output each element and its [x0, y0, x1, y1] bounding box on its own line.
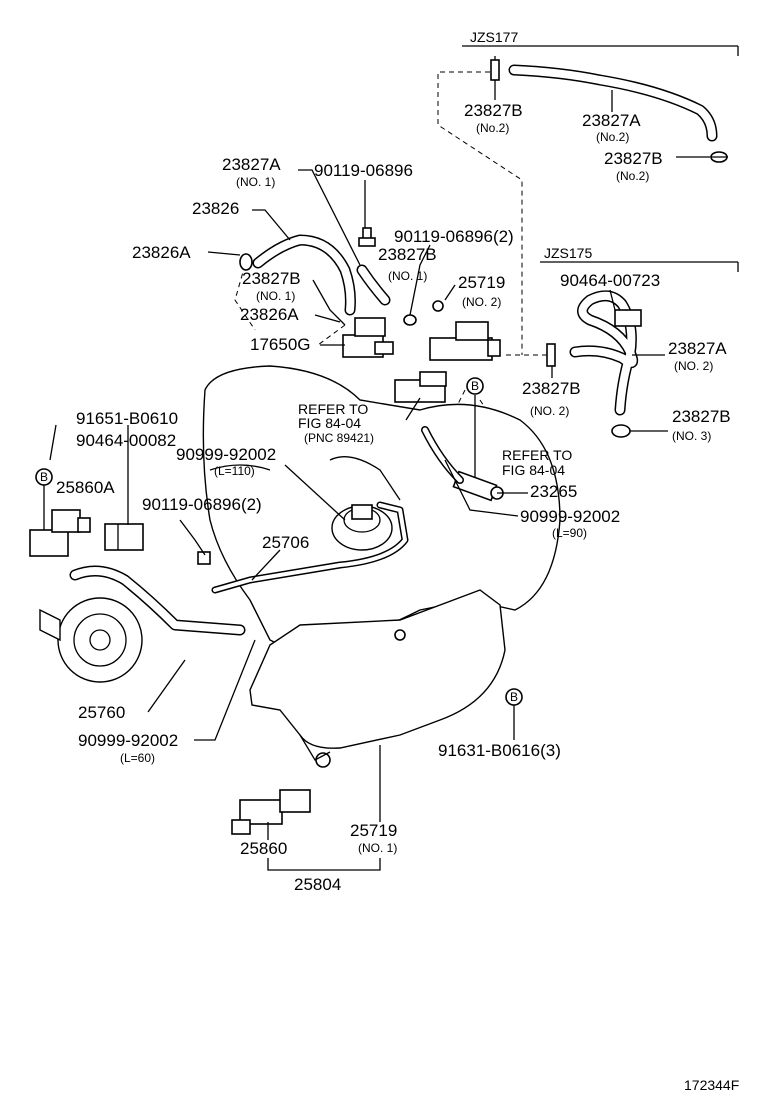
hose-23827a-no2: [569, 290, 639, 416]
part-25804: 25804: [294, 875, 342, 894]
part-23827b-no1-a-sub: (NO. 1): [388, 269, 428, 283]
leader-lines: [43, 80, 710, 871]
vacuum-pipe: [211, 501, 409, 594]
clip-90464-00723: [614, 309, 642, 327]
part-90999-92002-a-sub: (L=110): [214, 464, 255, 478]
part-90464-00723: 90464-00723: [560, 271, 661, 290]
clip-23827b-top-r: [710, 151, 728, 163]
refer-note-2-line1: REFER TO: [502, 447, 573, 463]
part-90119-06896-2b: 90119-06896(2): [142, 495, 262, 514]
vsv-25860a: [29, 509, 91, 557]
jzs177-bracket: [462, 45, 739, 56]
figure-id: 172344F: [684, 1077, 740, 1093]
part-23827a-no1: 23827A: [222, 155, 281, 174]
part-17650g: 17650G: [250, 335, 311, 354]
part-23827b-top-r-sub: (No.2): [616, 169, 650, 183]
refer-note-2-line2: FIG 84-04: [502, 462, 566, 478]
part-90119-06896: 90119-06896: [314, 161, 413, 180]
part-90999-92002-c: 90999-92002: [78, 731, 179, 750]
part-23827b-no2-mid: 23827B: [522, 379, 581, 398]
part-25719-no2-sub: (NO. 2): [462, 295, 502, 309]
bolt-90119: [358, 227, 376, 247]
part-90999-92002-b-sub: (L=90): [552, 526, 588, 540]
part-25860a: 25860A: [56, 478, 115, 497]
vsv-refer: [394, 371, 447, 403]
hose-23826: [252, 234, 356, 316]
vsv-17650g: [342, 317, 394, 358]
part-25760: 25760: [78, 703, 126, 722]
part-90999-92002-b: 90999-92002: [520, 507, 621, 526]
bolt-90119-2b: [197, 551, 211, 565]
marker-b-label-2: B: [40, 470, 49, 484]
group-label-jzs175: JZS175: [544, 245, 593, 261]
part-23827a-no1-sub: (NO. 1): [236, 175, 276, 189]
hose-25760: [69, 565, 246, 636]
part-23827b-no1-a: 23827B: [378, 245, 437, 264]
turbo-unit: [39, 597, 143, 683]
part-23826a-b: 23826A: [240, 305, 299, 324]
part-23827a-no2: 23827A: [668, 339, 727, 358]
part-23827b-no1-b-sub: (NO. 1): [256, 289, 296, 303]
part-23827a-no2-sub: (NO. 2): [674, 359, 714, 373]
marker-b-circles: [35, 377, 523, 706]
marker-b-label-1: B: [471, 379, 480, 393]
part-90119-06896-2a: 90119-06896(2): [394, 227, 514, 246]
hose-23827a-no1: [356, 264, 391, 306]
engine-outline: [202, 365, 561, 656]
part-23827a-top-sub: (No.2): [596, 130, 630, 144]
bracket-90464-00082: [104, 523, 144, 551]
hose-90999-92002-b: [421, 426, 464, 484]
marker-b-label-3: B: [510, 690, 519, 704]
part-23827a-top: 23827A: [582, 111, 641, 130]
vsv-25719-no2: [429, 300, 501, 361]
sensor-23265: [452, 470, 504, 502]
part-25706: 25706: [262, 533, 310, 552]
part-23265: 23265: [530, 482, 578, 501]
part-90999-92002-c-sub: (L=60): [120, 751, 156, 765]
clamp-23826a: [239, 253, 253, 271]
part-23827b-no1-b: 23827B: [242, 269, 301, 288]
refer-note-1-line3: (PNC 89421): [304, 431, 375, 445]
refer-note-1-line1: REFER TO: [298, 401, 369, 417]
jzs175-bracket: [540, 261, 739, 272]
group-label-jzs177: JZS177: [470, 29, 519, 45]
intake-cover: [249, 589, 506, 768]
part-90464-00082: 90464-00082: [76, 431, 177, 450]
part-23827b-no2-mid-sub: (NO. 2): [530, 404, 570, 418]
clip-23827b-no3: [611, 424, 631, 438]
clip-23827b-no1: [403, 314, 417, 326]
part-23827b-top-sub: (No.2): [476, 121, 510, 135]
refer-note-1-line2: FIG 84-04: [298, 415, 362, 431]
tube-23827b-no2: [546, 343, 556, 367]
part-23827b-no3: 23827B: [672, 407, 731, 426]
part-23826: 23826: [192, 199, 240, 218]
part-25719-no1-sub: (NO. 1): [358, 841, 398, 855]
part-25719-no1: 25719: [350, 821, 398, 840]
vsv-25860: [231, 789, 311, 835]
part-90999-92002-a: 90999-92002: [176, 445, 277, 464]
part-25719-no2: 25719: [458, 273, 506, 292]
part-23827b-top: 23827B: [464, 101, 523, 120]
part-23826a-a: 23826A: [132, 243, 191, 262]
actuator-25706: [331, 504, 393, 551]
hose-23827a-no2-top: [508, 64, 718, 142]
part-23827b-no3-sub: (NO. 3): [672, 429, 712, 443]
part-91651-b0610: 91651-B0610: [76, 409, 179, 428]
tube-23827b-top: [490, 56, 500, 81]
part-23827b-top-r: 23827B: [604, 149, 663, 168]
part-25860: 25860: [240, 839, 288, 858]
part-91631-b0616: 91631-B0616(3): [438, 741, 561, 760]
